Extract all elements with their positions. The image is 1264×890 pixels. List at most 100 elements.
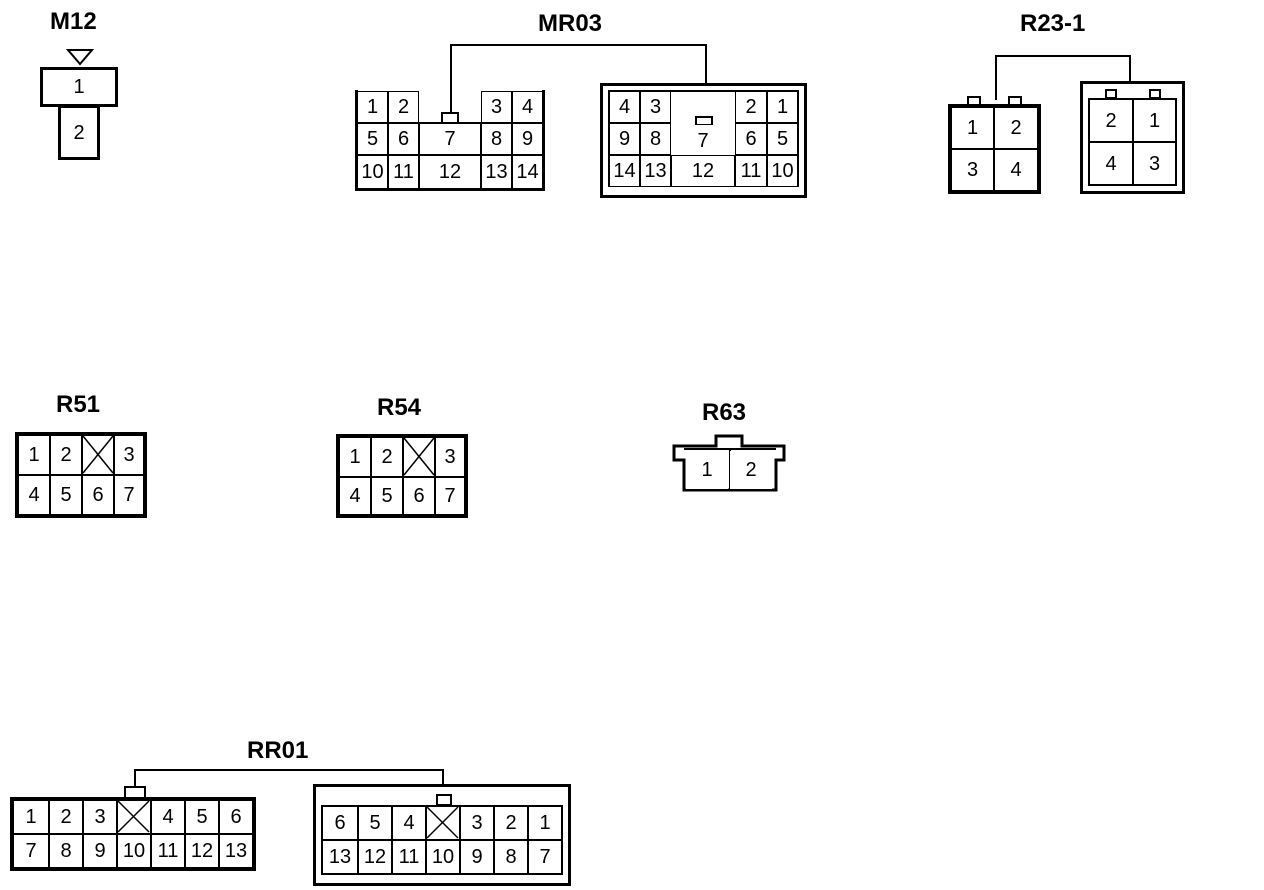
rr01-female-pin: 10 [426, 840, 460, 874]
rr01-male-pin: 7 [13, 834, 49, 868]
mr03-male-border [355, 90, 358, 190]
rr01-female-pin: 11 [392, 840, 426, 874]
r54-title: R54 [377, 394, 422, 421]
r54-pin: 5 [371, 477, 403, 515]
r51-pin: 5 [50, 475, 82, 515]
mr03-link-line [450, 44, 707, 46]
rr01-link-line [134, 769, 136, 789]
r23-1-male-pin: 4 [994, 149, 1038, 191]
rr01-male-pin: 11 [151, 834, 185, 868]
m12-pin: 1 [40, 67, 118, 107]
mr03-male-pin: 1 [357, 91, 388, 123]
r23-1-female-pin: 3 [1133, 142, 1176, 185]
mr03-male-pin: 8 [481, 123, 512, 155]
rr01-male-pin: 10 [117, 834, 151, 868]
rr01-female-pin: 2 [494, 806, 528, 840]
r54-pin: 6 [403, 477, 435, 515]
r54-pin: 7 [435, 477, 465, 515]
mr03-male-border [355, 188, 545, 191]
rr01-female-pin: 13 [322, 840, 358, 874]
m12-pin: 2 [58, 105, 100, 160]
rr01-female-key [436, 794, 452, 806]
rr01-male-pin: 13 [219, 834, 253, 868]
rr01-female-pin: 3 [460, 806, 494, 840]
r23-1-link-line [995, 55, 1131, 57]
mr03-female-pin: 8 [640, 123, 671, 155]
r23-1-female-pin: 1 [1133, 99, 1176, 142]
r51-pin: 1 [18, 435, 50, 475]
mr03-title: MR03 [538, 10, 603, 37]
r23-1-link-line [995, 55, 997, 100]
r63-pin: 2 [730, 451, 772, 489]
mr03-male-pin: 12 [419, 155, 481, 189]
r54-blank-cavity [403, 437, 435, 477]
rr01-male-pin: 8 [49, 834, 83, 868]
rr01-female-pin: 9 [460, 840, 494, 874]
rr01-link-line [442, 769, 444, 795]
r51-pin: 2 [50, 435, 82, 475]
mr03-link-line [705, 44, 707, 84]
r23-1-female-latch [1149, 89, 1161, 99]
r23-1-female-pin: 4 [1089, 142, 1133, 185]
rr01-female-pin: 8 [494, 840, 528, 874]
mr03-female-pin: 4 [609, 91, 640, 123]
r63-title: R63 [702, 399, 747, 426]
mr03-female-pin: 7 [671, 125, 735, 157]
rr01-male-pin: 3 [83, 800, 117, 834]
rr01-female-pin: 7 [528, 840, 562, 874]
rr01-male-pin: 4 [151, 800, 185, 834]
rr01-female-blank-cavity [426, 806, 460, 840]
mr03-male-pin: 4 [512, 91, 543, 123]
mr03-female-pin: 1 [767, 91, 798, 123]
rr01-male-pin: 9 [83, 834, 117, 868]
mr03-female-pin: 2 [735, 91, 767, 123]
rr01-female-pin: 12 [358, 840, 392, 874]
r23-1-female-latch [1105, 89, 1117, 99]
r23-1-male-pin: 2 [994, 107, 1038, 149]
mr03-female-pin: 13 [640, 155, 671, 187]
mr03-male-pin: 5 [357, 123, 388, 155]
r54-blocked-cavity-icon [403, 437, 435, 476]
m12-key-triangle-icon [65, 49, 95, 66]
r54-pin: 2 [371, 437, 403, 477]
m12-title: M12 [50, 8, 97, 35]
r51-pin: 7 [114, 475, 144, 515]
r54-pin: 1 [339, 437, 371, 477]
mr03-female-pin: 14 [609, 155, 640, 187]
rr01-female-pin: 5 [358, 806, 392, 840]
mr03-male-pin: 3 [481, 91, 512, 123]
mr03-male-border [542, 90, 545, 190]
mr03-male-pin: 11 [388, 155, 419, 189]
r23-1-male-pin: 3 [951, 149, 994, 191]
r23-1-female-pin: 2 [1089, 99, 1133, 142]
mr03-female-pin: 12 [671, 155, 735, 187]
mr03-male-pin: 9 [512, 123, 543, 155]
rr01-female-blocked-cavity-icon [426, 806, 459, 839]
mr03-male-pin: 10 [357, 155, 388, 189]
r51-pin: 6 [82, 475, 114, 515]
mr03-female-pin: 5 [767, 123, 798, 155]
r51-title: R51 [56, 391, 101, 418]
rr01-male-pin: 6 [219, 800, 253, 834]
rr01-link-line [134, 769, 444, 771]
mr03-female-pin: 6 [735, 123, 767, 155]
r23-1-title: R23-1 [1020, 10, 1086, 37]
r63-pin: 1 [686, 451, 728, 489]
rr01-male-pin: 12 [185, 834, 219, 868]
mr03-link-line [450, 44, 452, 114]
r54-pin: 3 [435, 437, 465, 477]
r51-pin: 3 [114, 435, 144, 475]
r51-pin: 4 [18, 475, 50, 515]
rr01-male-pin: 1 [13, 800, 49, 834]
rr01-female-pin: 4 [392, 806, 426, 840]
r23-1-link-line [1129, 55, 1131, 82]
r51-blocked-cavity-icon [82, 435, 114, 474]
rr01-female-pin: 1 [528, 806, 562, 840]
mr03-female-pin: 10 [767, 155, 798, 187]
rr01-female-pin: 6 [322, 806, 358, 840]
mr03-female-pin: 11 [735, 155, 767, 187]
rr01-male-pin: 5 [185, 800, 219, 834]
mr03-female-pin: 3 [640, 91, 671, 123]
mr03-male-pin: 7 [419, 123, 481, 155]
rr01-male-pin: 2 [49, 800, 83, 834]
